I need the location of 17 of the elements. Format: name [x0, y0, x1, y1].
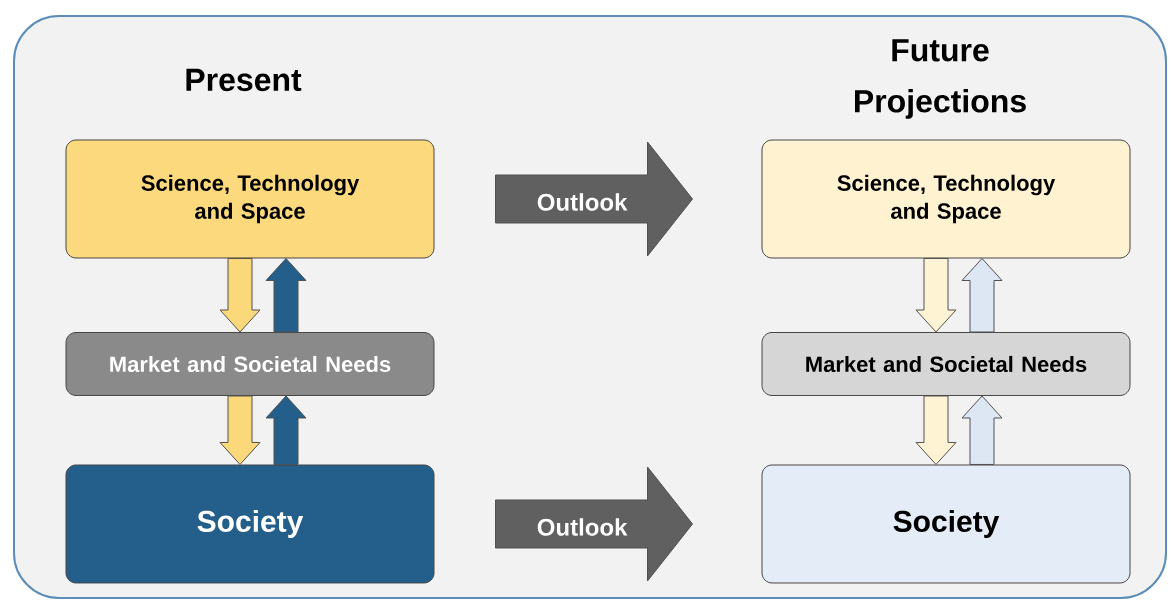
- process-box: Society: [65, 464, 435, 584]
- block-arrow: [265, 258, 307, 333]
- process-box: Market and Societal Needs: [761, 332, 1131, 396]
- heading: Present: [186, 68, 302, 92]
- process-box: Science, Technology and Space: [65, 139, 435, 259]
- block-arrow: [915, 258, 957, 333]
- process-box: Market and Societal Needs: [65, 332, 435, 396]
- process-box: Society: [761, 464, 1131, 584]
- block-arrow: [915, 395, 957, 465]
- block-arrow: [219, 395, 261, 465]
- edge-label: Outlook: [535, 517, 629, 537]
- block-arrow: [961, 395, 1003, 465]
- block-arrow: [961, 258, 1003, 333]
- block-arrow: [265, 395, 307, 465]
- block-arrow: [219, 258, 261, 333]
- process-box: Science, Technology and Space: [761, 139, 1131, 259]
- edge-label: Outlook: [535, 192, 629, 212]
